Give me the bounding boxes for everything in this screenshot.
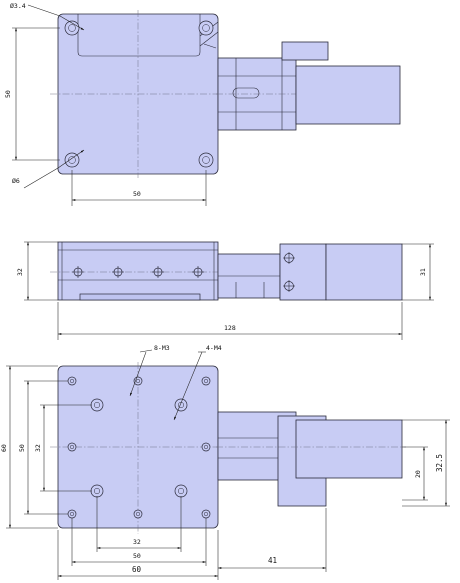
top-view: Ø3.4 Ø6 50 50 bbox=[4, 2, 401, 206]
top-micrometer-slot bbox=[232, 87, 260, 99]
side-screws bbox=[72, 266, 204, 278]
side-stage-body bbox=[57, 241, 219, 301]
bottom-m4-holes bbox=[90, 398, 188, 498]
bottom-offset-label: 41 bbox=[268, 556, 277, 565]
side-motor-mount bbox=[279, 243, 327, 301]
bottom-inner-width-label: 32 bbox=[133, 538, 141, 546]
top-carriage-outline bbox=[77, 14, 201, 57]
top-hole-dia-label: Ø3.4 bbox=[10, 2, 26, 10]
top-height-label: 50 bbox=[4, 90, 12, 98]
top-motor bbox=[295, 65, 401, 125]
top-counterbore-dia-label: Ø6 bbox=[12, 177, 20, 185]
bottom-outer-height-label: 60 bbox=[0, 444, 8, 452]
bottom-mid-height-label: 50 bbox=[18, 444, 26, 452]
side-view: 32 31 128 bbox=[16, 241, 434, 340]
bottom-motor-height-label: 20 bbox=[414, 470, 422, 478]
bottom-motor-span-label: 32.5 bbox=[435, 454, 444, 472]
bottom-m4-label: 4-M4 bbox=[206, 344, 222, 352]
bottom-mid-width-label: 50 bbox=[133, 552, 141, 560]
top-corner-holes bbox=[64, 20, 214, 168]
bottom-m3-label: 8-M3 bbox=[154, 344, 170, 352]
side-left-height-label: 32 bbox=[16, 268, 24, 276]
side-motor bbox=[325, 243, 403, 301]
bottom-outer-width-label: 60 bbox=[132, 565, 142, 574]
top-width-label: 50 bbox=[133, 190, 141, 198]
bottom-motor bbox=[295, 419, 403, 479]
top-motor-housing bbox=[281, 41, 329, 61]
side-right-height-label: 31 bbox=[419, 268, 427, 276]
bottom-m3-holes bbox=[67, 376, 211, 519]
side-overall-length-label: 128 bbox=[224, 324, 236, 332]
bottom-inner-height-label: 32 bbox=[34, 444, 42, 452]
bottom-view: 8-M3 4-M4 60 50 32 32 50 60 bbox=[0, 344, 450, 580]
